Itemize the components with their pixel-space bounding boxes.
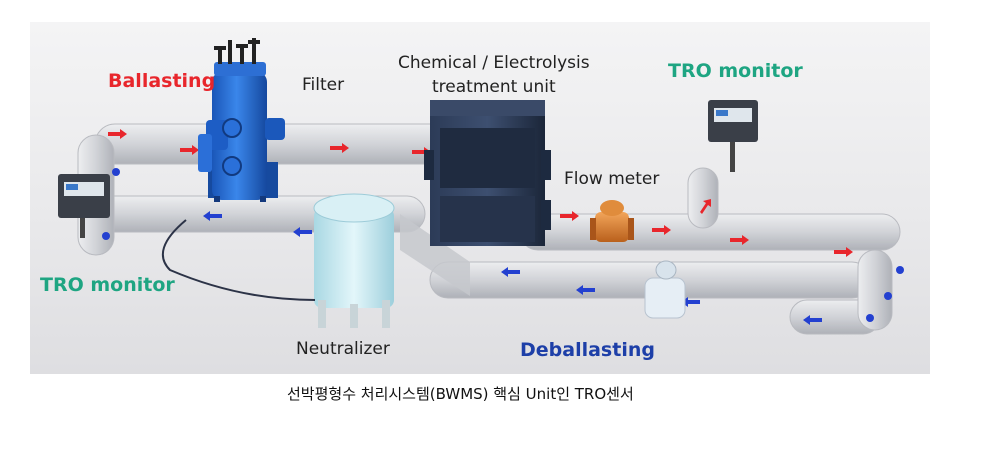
flow-arrow-blue (803, 315, 822, 325)
pipe-diagonal (400, 214, 470, 296)
flow-dot-blue (866, 314, 874, 322)
deballasting-flow-arrows (102, 168, 904, 325)
flow-arrow-red (652, 225, 671, 235)
flow-arrow-red (700, 199, 711, 214)
tro-monitor-left-device (58, 174, 110, 238)
figure-caption: 선박평형수 처리시스템(BWMS) 핵심 Unit인 TRO센서 (287, 385, 634, 403)
flow-arrow-blue (293, 227, 312, 237)
flow-dot-blue (112, 168, 120, 176)
treatment-unit (424, 100, 551, 246)
ballasting-flow-arrows (108, 129, 853, 257)
chemical-unit-label-line2: treatment unit (432, 77, 556, 97)
ballasting-label: Ballasting (108, 70, 216, 92)
filter-valves (214, 38, 260, 64)
deballasting-label: Deballasting (520, 339, 655, 361)
flow-meter-device (590, 200, 634, 242)
flow-arrow-blue (681, 297, 700, 307)
deballast-sensor (644, 260, 686, 319)
filter-label: Filter (302, 75, 345, 95)
flow-arrow-red (180, 145, 199, 155)
tro-monitor-right-device (708, 100, 758, 172)
pipe-tro-riser (687, 167, 719, 229)
tro-monitor-top-label: TRO monitor (668, 60, 803, 82)
neutralizer-tank (161, 193, 395, 328)
flow-arrow-red (560, 211, 579, 221)
flow-dot-blue (102, 232, 110, 240)
flow-arrow-blue (576, 285, 595, 295)
pipe-right-vertical (857, 249, 893, 331)
neutralizer-label: Neutralizer (296, 339, 390, 359)
flow-meter-label: Flow meter (564, 169, 660, 189)
flow-arrow-red (730, 235, 749, 245)
flow-arrow-red (108, 129, 127, 139)
flow-arrow-red (834, 247, 853, 257)
flow-dot-blue (896, 266, 904, 274)
flow-arrow-red (330, 143, 349, 153)
flow-dot-blue (884, 292, 892, 300)
chemical-unit-label: Chemical / Electrolysis (398, 53, 590, 73)
flow-arrow-blue (203, 211, 222, 221)
filter-unit (198, 38, 285, 202)
tro-monitor-left-label: TRO monitor (40, 274, 175, 296)
flow-arrow-blue (501, 267, 520, 277)
